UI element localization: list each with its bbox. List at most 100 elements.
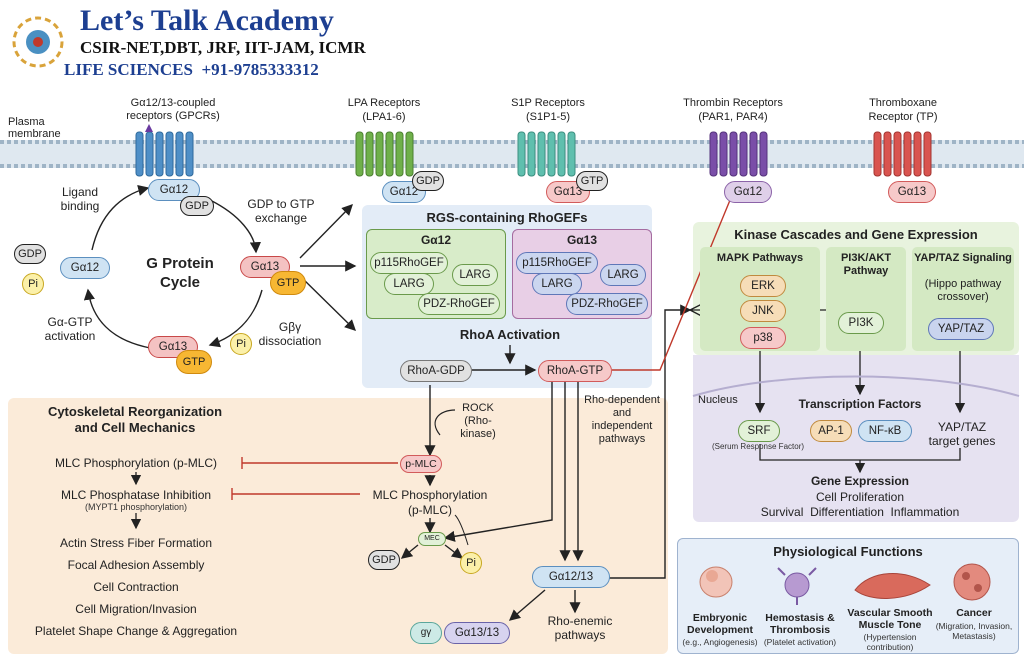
cycle-title-2: Cycle bbox=[159, 274, 201, 291]
cycle-left-galpha12: Gα12 bbox=[60, 257, 110, 279]
rhogef-g13-larg-2: LARG bbox=[532, 273, 582, 295]
physio-title: Physiological Functions bbox=[773, 544, 923, 559]
yap-title: YAP/TAZ Signaling bbox=[914, 252, 1012, 264]
physio-vascular-t1: Vascular Smooth bbox=[847, 607, 933, 619]
mapk-jnk: JNK bbox=[740, 300, 786, 322]
tf-srf-sub: (Serum Response Factor) bbox=[711, 442, 805, 451]
mapk-title: MAPK Pathways bbox=[716, 252, 804, 264]
thrombin-galpha12: Gα12 bbox=[724, 181, 772, 203]
gene-expression-title: Gene Expression bbox=[810, 474, 910, 488]
cancer-cell-icon bbox=[953, 563, 991, 601]
receptor-sub-tp: Receptor (TP) bbox=[868, 111, 938, 123]
mapk-erk: ERK bbox=[740, 275, 786, 297]
lpa-gdp: GDP bbox=[412, 171, 444, 191]
cyto-item-mlc-phosphatase: MLC Phosphatase Inhibition bbox=[60, 488, 212, 502]
cycle-right-gtp: GTP bbox=[270, 271, 306, 295]
ligand-icon bbox=[145, 124, 153, 132]
cycle-exchange-label: GDP to GTP exchange bbox=[247, 197, 315, 225]
rhogef-g12-larg-2: LARG bbox=[384, 273, 434, 295]
yap-target-genes: YAP/TAZ target genes bbox=[928, 420, 996, 448]
physio-hemostasis-t2: Thrombosis bbox=[769, 624, 831, 636]
tf-ap1: AP-1 bbox=[810, 420, 852, 442]
cyto-panel bbox=[8, 398, 668, 654]
pmlc-node: p-MLC bbox=[400, 455, 442, 473]
membrane-label: Plasma membrane bbox=[8, 116, 61, 140]
rhogef-g13-title: Gα13 bbox=[566, 233, 598, 247]
gene-expression-line1: Cell Proliferation bbox=[815, 490, 905, 504]
physio-hemostasis-sub: (Platelet activation) bbox=[763, 637, 837, 647]
tf-title: Transcription Factors bbox=[798, 397, 922, 411]
galpha1313-node: Gα13/13 bbox=[444, 622, 510, 644]
s1p-receptor bbox=[517, 131, 576, 177]
tf-nfkb: NF-κB bbox=[858, 420, 912, 442]
receptor-sub-s1p: (S1P1-5) bbox=[525, 111, 571, 123]
receptor-title-lpa: LPA Receptors bbox=[347, 97, 421, 109]
rho-dependent-label: Rho-dependent and independent pathways bbox=[584, 394, 660, 445]
embryo-icon bbox=[699, 566, 733, 598]
header-contact: LIFE SCIENCES +91-9785333312 bbox=[64, 60, 319, 79]
physio-vascular-sub: (Hypertension contribution) bbox=[863, 632, 917, 652]
rhogef-g13-larg-1: LARG bbox=[600, 264, 646, 286]
lpa-receptor bbox=[355, 131, 414, 177]
rock-label: ROCK (Rho-kinase) bbox=[460, 402, 496, 440]
rhogef-g13-p115: p115RhoGEF bbox=[516, 252, 598, 274]
plasma-membrane bbox=[0, 140, 1024, 168]
tf-srf: SRF bbox=[738, 420, 780, 442]
cyto-item-contraction: Cell Contraction bbox=[93, 580, 179, 594]
cycle-ligand-label: Ligand binding bbox=[60, 185, 100, 213]
cycle-title-1: G Protein bbox=[146, 255, 214, 272]
inhibition-lines bbox=[231, 457, 398, 500]
cycle-bottom-pi: Pi bbox=[230, 333, 252, 355]
pi3k-node: PI3K bbox=[838, 312, 884, 334]
gpcr-galpha12: Gα12 bbox=[148, 179, 200, 201]
header-title: Let’s Talk Academy bbox=[80, 4, 334, 37]
gpcr-receptor bbox=[135, 131, 194, 177]
receptor-sub-lpa: (LPA1-6) bbox=[362, 111, 406, 123]
tp-galpha13: Gα13 bbox=[888, 181, 936, 203]
receptor-title-tp: Thromboxane bbox=[869, 97, 937, 109]
cycle-bottom-gtp: GTP bbox=[176, 350, 212, 374]
gpcr-gdp: GDP bbox=[180, 196, 214, 216]
rho-enemic-label: Rho-enemic pathways bbox=[547, 614, 613, 642]
rhogef-g13-pdz: PDZ-RhoGEF bbox=[566, 293, 648, 315]
s1p-gtp: GTP bbox=[576, 171, 608, 191]
platelet-icon bbox=[777, 567, 817, 605]
physio-cancer-t1: Cancer bbox=[956, 607, 992, 619]
cyto-item-mlc-phos: MLC Phosphorylation (p-MLC) bbox=[54, 456, 218, 470]
receptor-title-s1p: S1P Receptors bbox=[511, 97, 585, 109]
smooth-muscle-icon bbox=[854, 573, 931, 599]
rhogef-g12-p115: p115RhoGEF bbox=[370, 252, 448, 274]
rhoa-gtp: RhoA-GTP bbox=[538, 360, 612, 382]
thromboxane-receptor bbox=[873, 131, 932, 177]
cycle-gdp: GDP bbox=[14, 244, 46, 264]
nucleus-label: Nucleus bbox=[698, 394, 738, 406]
yap-node: YAP/TAZ bbox=[928, 318, 994, 340]
cyto-item-actin: Actin Stress Fiber Formation bbox=[59, 536, 213, 550]
cyto-item-focal: Focal Adhesion Assembly bbox=[67, 558, 205, 572]
cycle-arrows bbox=[83, 184, 357, 349]
cyto-title-2: and Cell Mechanics bbox=[74, 420, 196, 435]
rhoa-activation-title: RhoA Activation bbox=[459, 327, 561, 342]
rhogef-g12-larg-1: LARG bbox=[452, 264, 498, 286]
rock-loop bbox=[434, 409, 456, 436]
mec-gdp: GDP bbox=[368, 550, 400, 570]
academy-logo bbox=[12, 16, 64, 68]
physio-embryo-t1: Embryonic bbox=[692, 612, 748, 624]
mec-node: MEC bbox=[418, 532, 446, 546]
rhoa-gdp: RhoA-GDP bbox=[400, 360, 472, 382]
yap-sub: (Hippo pathway crossover) bbox=[924, 278, 1002, 303]
physio-cancer-sub: (Migration, Invasion, Metastasis) bbox=[935, 621, 1013, 641]
cyto-item-platelet: Platelet Shape Change & Aggregation bbox=[34, 624, 238, 638]
rhogef-g12-title: Gα12 bbox=[420, 233, 452, 247]
cyto-mypt1: (MYPT1 phosphorylation) bbox=[84, 502, 188, 512]
gby-node: gγ bbox=[410, 622, 442, 644]
pi3k-title: PI3K/AKT Pathway bbox=[840, 252, 892, 277]
rhogef-g12-pdz: PDZ-RhoGEF bbox=[418, 293, 500, 315]
cyto-title-1: Cytoskeletal Reorganization bbox=[47, 404, 223, 419]
physio-vascular-t2: Muscle Tone bbox=[858, 619, 922, 631]
cycle-left-pi: Pi bbox=[22, 273, 44, 295]
galpha1213-node: Gα12/13 bbox=[532, 566, 610, 588]
rhoa-arrows bbox=[400, 304, 692, 621]
rhogef-title: RGS-containing RhoGEFs bbox=[426, 210, 588, 225]
header-subtitle: CSIR-NET,DBT, JRF, IIT-JAM, ICMR bbox=[80, 38, 366, 57]
